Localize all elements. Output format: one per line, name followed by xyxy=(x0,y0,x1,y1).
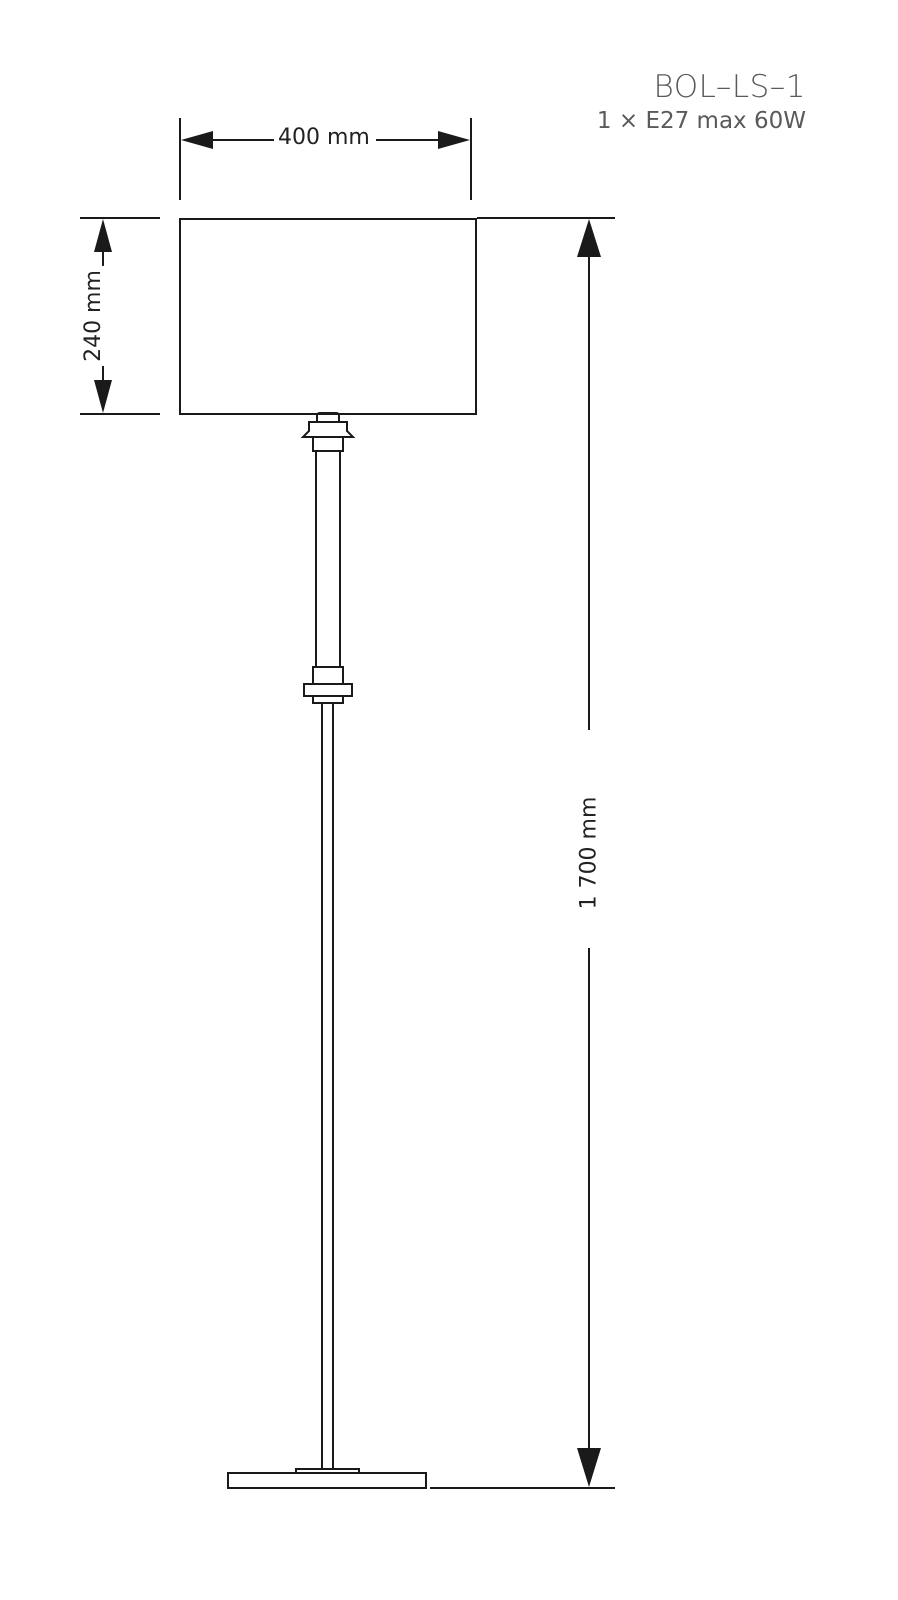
shade-width-dimension xyxy=(179,118,472,200)
lampshade xyxy=(179,218,477,415)
arrowhead-left-icon xyxy=(181,131,213,149)
total-height-label: 1 700 mm xyxy=(576,792,603,914)
arrowhead-down-icon xyxy=(577,1448,601,1487)
model-code: BOL–LS–1 xyxy=(653,69,806,105)
arrowhead-up-icon xyxy=(577,219,601,257)
arrowhead-up-icon xyxy=(94,219,112,252)
arrowhead-right-icon xyxy=(438,131,470,149)
lower-rod xyxy=(321,703,334,1469)
shade-height-dimension xyxy=(80,217,160,415)
middle-joint xyxy=(303,666,353,704)
upper-socket-collar xyxy=(300,412,356,452)
arrowhead-down-icon xyxy=(94,380,112,413)
title-block: BOL–LS–1 1 × E27 max 60W xyxy=(597,68,806,136)
upper-column xyxy=(315,450,341,668)
base-plate xyxy=(227,1468,427,1489)
shade-height-label: 240 mm xyxy=(80,266,107,366)
spec-line: 1 × E27 max 60W xyxy=(596,108,806,134)
total-height-dimension xyxy=(430,217,615,1489)
shade-width-label: 400 mm xyxy=(274,125,374,151)
